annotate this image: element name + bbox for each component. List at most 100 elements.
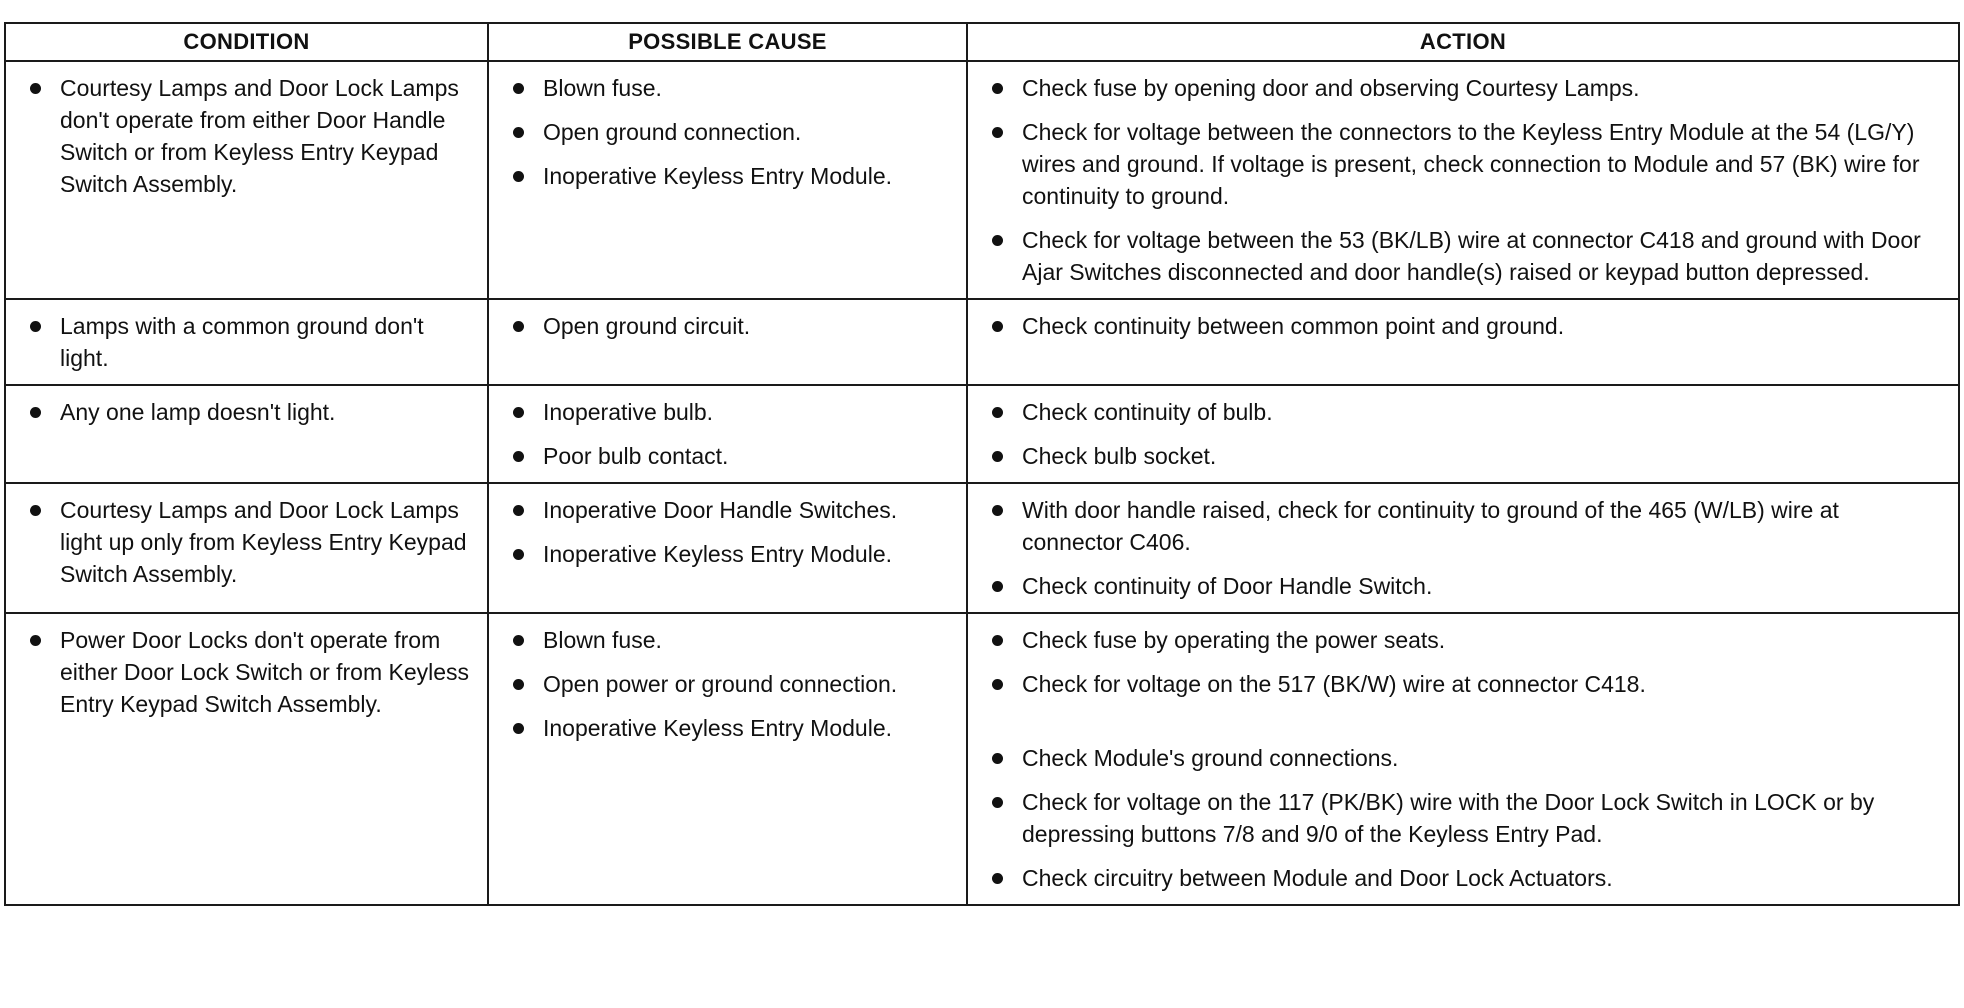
condition-cell: Lamps with a common ground don't light. (4, 298, 489, 386)
action-item: Check for voltage on the 117 (PK/BK) wir… (982, 786, 1944, 850)
bullet-icon (992, 235, 1003, 246)
bullet-icon (513, 321, 524, 332)
condition-cell: Any one lamp doesn't light. (4, 384, 489, 484)
table-row: Lamps with a common ground don't light. … (4, 298, 1960, 386)
cause-item: Inoperative Keyless Entry Module. (503, 538, 952, 570)
action-text: Check for voltage between the 53 (BK/LB)… (1022, 227, 1921, 285)
cause-item: Open power or ground connection. (503, 668, 952, 700)
action-cell: Check continuity between common point an… (966, 298, 1960, 386)
action-text: Check continuity of Door Handle Switch. (1022, 573, 1433, 599)
table-row: Any one lamp doesn't light. Inoperative … (4, 384, 1960, 484)
cause-item: Inoperative bulb. (503, 396, 952, 428)
cause-item: Open ground circuit. (503, 310, 952, 342)
cause-text: Blown fuse. (543, 627, 662, 653)
condition-item: Lamps with a common ground don't light. (20, 310, 473, 374)
bullet-icon (513, 171, 524, 182)
action-text: With door handle raised, check for conti… (1022, 497, 1839, 555)
bullet-icon (513, 83, 524, 94)
action-cell: Check continuity of bulb. Check bulb soc… (966, 384, 1960, 484)
bullet-icon (992, 635, 1003, 646)
cause-text: Poor bulb contact. (543, 443, 729, 469)
bullet-icon (30, 635, 41, 646)
cause-text: Inoperative bulb. (543, 399, 714, 425)
action-text: Check fuse by operating the power seats. (1022, 627, 1446, 653)
bullet-icon (992, 127, 1003, 138)
action-text: Check circuitry between Module and Door … (1022, 865, 1613, 891)
action-item: Check Module's ground connections. (982, 742, 1944, 774)
bullet-icon (513, 451, 524, 462)
cause-item: Inoperative Door Handle Switches. (503, 494, 952, 526)
cause-text: Open power or ground connection. (543, 671, 898, 697)
diagnosis-table: CONDITION POSSIBLE CAUSE ACTION Courtesy… (4, 22, 1960, 906)
action-item: Check continuity of Door Handle Switch. (982, 570, 1944, 602)
action-text: Check for voltage on the 117 (PK/BK) wir… (1022, 789, 1875, 847)
cause-cell: Blown fuse. Open ground connection. Inop… (487, 60, 968, 300)
action-text: Check bulb socket. (1022, 443, 1217, 469)
cause-item: Blown fuse. (503, 624, 952, 656)
table-row: Courtesy Lamps and Door Lock Lamps light… (4, 482, 1960, 614)
action-item: Check for voltage between the 53 (BK/LB)… (982, 224, 1944, 288)
bullet-icon (992, 321, 1003, 332)
table-row: Power Door Locks don't operate from eith… (4, 612, 1960, 906)
bullet-icon (513, 679, 524, 690)
action-item: Check fuse by opening door and observing… (982, 72, 1944, 104)
action-header: ACTION (966, 22, 1960, 62)
action-text: Check continuity of bulb. (1022, 399, 1273, 425)
action-item: Check fuse by operating the power seats. (982, 624, 1944, 656)
action-item: Check for voltage between the connectors… (982, 116, 1944, 212)
condition-text: Courtesy Lamps and Door Lock Lamps light… (60, 497, 467, 587)
bullet-icon (513, 127, 524, 138)
cause-cell: Inoperative Door Handle Switches. Inoper… (487, 482, 968, 614)
cause-text: Inoperative Door Handle Switches. (543, 497, 898, 523)
bullet-icon (30, 83, 41, 94)
bullet-icon (992, 797, 1003, 808)
cause-text: Blown fuse. (543, 75, 662, 101)
action-item: Check for voltage on the 517 (BK/W) wire… (982, 668, 1944, 700)
bullet-icon (992, 407, 1003, 418)
cause-cell: Blown fuse. Open power or ground connect… (487, 612, 968, 906)
condition-text: Power Door Locks don't operate from eith… (60, 627, 470, 717)
cause-item: Open ground connection. (503, 116, 952, 148)
bullet-icon (992, 451, 1003, 462)
condition-cell: Courtesy Lamps and Door Lock Lamps light… (4, 482, 489, 614)
action-cell: Check fuse by opening door and observing… (966, 60, 1960, 300)
possible-cause-header: POSSIBLE CAUSE (487, 22, 968, 62)
action-text: Check for voltage between the connectors… (1022, 119, 1920, 209)
header-row: CONDITION POSSIBLE CAUSE ACTION (4, 22, 1960, 62)
action-text: Check for voltage on the 517 (BK/W) wire… (1022, 671, 1646, 697)
bullet-icon (992, 581, 1003, 592)
bullet-icon (992, 679, 1003, 690)
condition-item: Power Door Locks don't operate from eith… (20, 624, 473, 720)
table-row: Courtesy Lamps and Door Lock Lamps don't… (4, 60, 1960, 300)
condition-item: Courtesy Lamps and Door Lock Lamps light… (20, 494, 473, 590)
cause-item: Blown fuse. (503, 72, 952, 104)
cause-text: Inoperative Keyless Entry Module. (543, 541, 893, 567)
cause-text: Inoperative Keyless Entry Module. (543, 163, 893, 189)
bullet-icon (992, 753, 1003, 764)
cause-item: Poor bulb contact. (503, 440, 952, 472)
bullet-icon (30, 505, 41, 516)
bullet-icon (992, 83, 1003, 94)
condition-text: Lamps with a common ground don't light. (60, 313, 424, 371)
bullet-icon (992, 873, 1003, 884)
bullet-icon (30, 321, 41, 332)
action-item: Check continuity between common point an… (982, 310, 1944, 342)
bullet-icon (992, 505, 1003, 516)
action-item: With door handle raised, check for conti… (982, 494, 1944, 558)
cause-item: Inoperative Keyless Entry Module. (503, 712, 952, 744)
action-item: Check circuitry between Module and Door … (982, 862, 1944, 894)
bullet-icon (513, 407, 524, 418)
condition-text: Courtesy Lamps and Door Lock Lamps don't… (60, 75, 459, 197)
action-text: Check Module's ground connections. (1022, 745, 1399, 771)
cause-cell: Inoperative bulb. Poor bulb contact. (487, 384, 968, 484)
cause-item: Inoperative Keyless Entry Module. (503, 160, 952, 192)
condition-cell: Power Door Locks don't operate from eith… (4, 612, 489, 906)
bullet-icon (513, 635, 524, 646)
cause-text: Inoperative Keyless Entry Module. (543, 715, 893, 741)
condition-item: Courtesy Lamps and Door Lock Lamps don't… (20, 72, 473, 200)
action-cell: Check fuse by operating the power seats.… (966, 612, 1960, 906)
bullet-icon (513, 723, 524, 734)
bullet-icon (513, 505, 524, 516)
condition-cell: Courtesy Lamps and Door Lock Lamps don't… (4, 60, 489, 300)
condition-header: CONDITION (4, 22, 489, 62)
